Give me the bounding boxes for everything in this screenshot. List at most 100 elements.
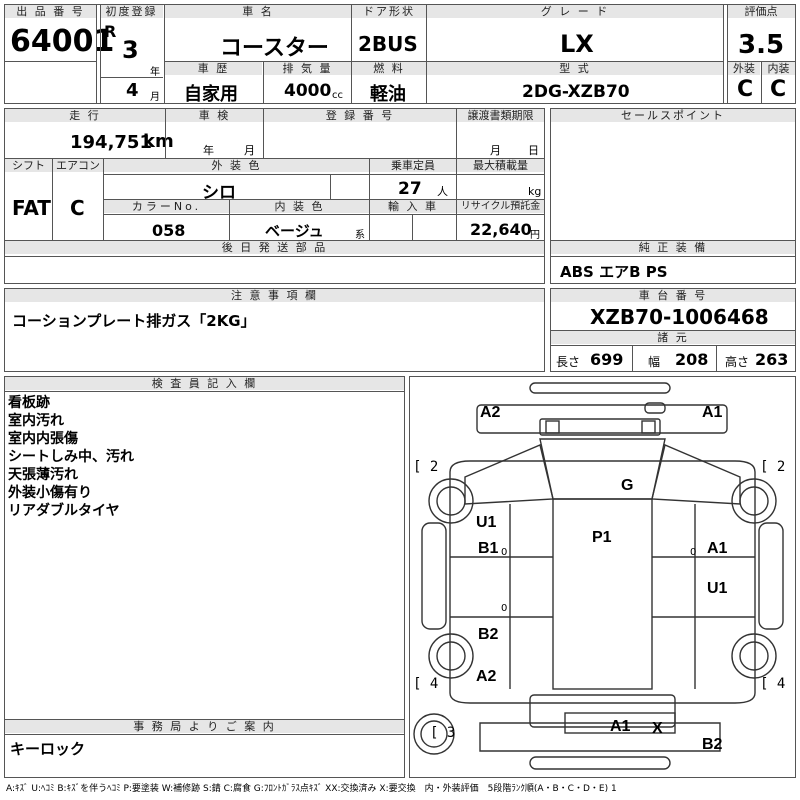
transfer-month-unit: 月 [490,144,501,157]
svg-text:P1: P1 [592,529,612,546]
damage-diagram-box [409,376,796,778]
svg-text:A1: A1 [707,540,728,557]
model: 2DG-XZB70 [522,82,630,102]
inspector-notes: 看板跡 室内汚れ 室内内張傷 シートしみ中、汚れ 天張薄汚れ 外装小傷有り リア… [8,394,134,520]
svg-text:[ 4: [ 4 [760,676,785,692]
office-note: キーロック [10,740,86,758]
displacement-unit: cc [332,90,343,101]
svg-text:[ 2: [ 2 [413,459,438,475]
int-color-label: 内 装 色 [230,200,369,213]
svg-text:B1: B1 [478,540,499,557]
displacement-label: 排 気 量 [264,62,351,75]
svg-text:U1: U1 [707,580,728,597]
height: 263 [755,350,789,369]
note-line: 看板跡 [8,395,50,411]
reg-year: 3 [122,36,139,64]
lot-no: 64001 [10,24,115,59]
inspection-month-unit: 月 [244,144,255,157]
later-parts-label: 後 日 発 送 部 品 [5,241,544,254]
transfer-label: 譲渡書類期限 [457,109,544,122]
svg-text:U1: U1 [476,514,497,531]
capacity-label: 乗車定員 [370,159,456,172]
caution-box [4,288,545,372]
lot-no-label: 出 品 番 号 [5,5,96,18]
capacity: 27 [398,179,422,199]
svg-text:[ 2: [ 2 [760,459,785,475]
caution-label: 注 意 事 項 欄 [5,289,544,302]
length-label: 長さ [556,355,581,369]
svg-text:0: 0 [501,603,507,614]
note-line: シートしみ中、汚れ [8,449,134,465]
fuel: 軽油 [370,84,406,105]
recycle-label: リサイクル預託金 [457,200,544,213]
mileage: 194,751 [70,132,152,153]
color-no: 058 [152,221,186,240]
shift: FAT [12,196,51,220]
genuine-label: 純 正 装 備 [551,241,795,254]
era: R [104,22,117,41]
note-line: 天張薄汚れ [8,467,78,483]
int-color: ベージュ [265,222,324,240]
office-label: 事 務 局 よ り ご 案 内 [5,720,404,733]
reg-year-unit: 年 [150,67,160,78]
first-reg-label: 初度登録 [100,5,163,18]
grade-label: グ レ ー ド [427,5,723,18]
svg-text:A1: A1 [702,404,723,421]
capacity-unit: 人 [437,185,448,198]
genuine-equipment: ABS エアB PS [560,263,668,281]
recycle-unit: 円 [530,230,540,241]
svg-text:[ 4: [ 4 [413,676,438,692]
color-label: 外 装 色 [104,159,369,172]
note-line: リアダブルタイヤ [8,503,120,519]
width-label: 幅 [648,355,661,369]
interior-score: C [770,77,787,102]
model-label: 型 式 [427,62,723,75]
svg-text:B2: B2 [702,736,723,753]
reg-month: 4 [126,80,139,101]
car-name: コースター [220,36,329,61]
sales-point-box [550,108,796,284]
svg-text:[ 3: [ 3 [430,725,455,741]
chassis-label: 車 台 番 号 [551,289,795,302]
reg-no-label: 登 録 番 号 [264,109,456,122]
chassis-no: XZB70-1006468 [590,305,769,329]
svg-text:X: X [652,720,663,737]
door-label: ドア形状 [352,5,426,18]
ac: C [70,196,85,220]
reg-month-unit: 月 [150,92,160,103]
note-line: 外装小傷有り [8,485,92,501]
mileage-unit: km [143,131,174,152]
svg-text:0: 0 [501,547,507,558]
header-section [4,4,796,104]
car-name-label: 車 名 [165,5,351,18]
import-label: 輸 入 車 [370,200,456,213]
inspector-label: 検 査 員 記 入 欄 [5,377,404,390]
interior-label: 内装 [762,62,795,75]
color: シロ [202,183,236,203]
int-color-unit: 系 [355,230,365,241]
exterior-label: 外装 [728,62,760,75]
vehicle-info-section [4,108,545,284]
load-unit: kg [528,185,542,198]
exterior-score: C [737,77,754,102]
specs-label: 諸 元 [551,331,795,344]
svg-text:0: 0 [690,547,696,558]
score: 3.5 [738,30,785,60]
note-line: 室内汚れ [8,413,64,429]
bus-damage-diagram: [ 2 [ 2 [ 4 [ 4 [ 3 A2 A1 G U1 P1 B1 A1 … [413,382,785,770]
ac-label: エアコン [53,159,103,172]
inspector-box [4,376,405,778]
inspection-year-unit: 年 [203,144,214,157]
svg-text:A2: A2 [476,668,497,685]
fuel-label: 燃 料 [352,62,426,75]
legend: A:ｷｽﾞ U:ﾍｺﾐ B:ｷｽﾞを伴うﾍｺﾐ P:要塗装 W:補修跡 S:錆 … [6,784,617,794]
history-label: 車 歴 [165,62,262,75]
height-label: 高さ [725,355,750,369]
color-no-label: カラーNo. [104,200,229,213]
sales-point-label: セールスポイント [551,109,795,122]
score-label: 評価点 [727,5,795,18]
load-label: 最大積載量 [457,159,544,172]
svg-text:A1: A1 [610,718,631,735]
svg-text:B2: B2 [478,626,499,643]
width: 208 [675,350,709,369]
